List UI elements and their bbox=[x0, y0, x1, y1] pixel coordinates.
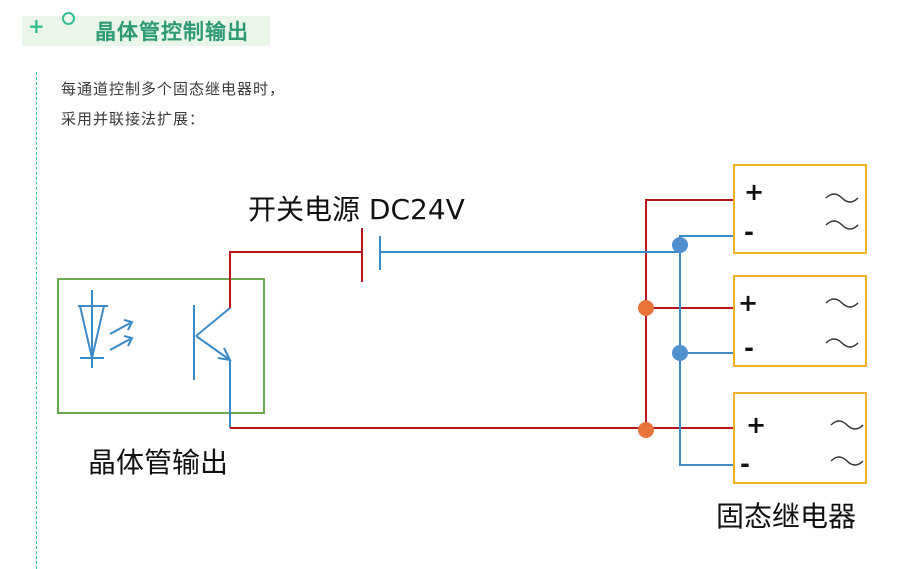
relay-box-1 bbox=[733, 164, 867, 254]
junction-node bbox=[672, 345, 688, 361]
relay-1-plus: + bbox=[744, 178, 765, 206]
relay-box-3 bbox=[733, 392, 867, 484]
transistor-output-label: 晶体管输出 bbox=[88, 446, 229, 479]
relay-box-2 bbox=[733, 275, 867, 367]
positive-wiring bbox=[229, 199, 734, 429]
transistor-icon bbox=[193, 305, 232, 428]
relay-2-plus: + bbox=[738, 289, 759, 317]
junction-node bbox=[638, 422, 654, 438]
relay-1-minus: - bbox=[744, 218, 754, 246]
relay-3-plus: + bbox=[746, 411, 767, 439]
plus-icon: + bbox=[28, 14, 45, 38]
dashed-divider bbox=[36, 72, 37, 569]
relay-2-minus: - bbox=[744, 334, 754, 362]
power-supply-label: 开关电源 DC24V bbox=[248, 193, 465, 226]
transistor-output-box bbox=[57, 278, 265, 414]
relay-3-minus: - bbox=[740, 450, 750, 478]
junction-node bbox=[638, 300, 654, 316]
description-line-1: 每通道控制多个固态继电器时， bbox=[61, 80, 286, 98]
section-title: 晶体管控制输出 bbox=[95, 20, 249, 44]
junction-node bbox=[672, 237, 688, 253]
section-header: + 晶体管控制输出 bbox=[22, 10, 270, 46]
circle-icon bbox=[62, 12, 75, 25]
solid-state-relay-label: 固态继电器 bbox=[716, 500, 857, 533]
ac-symbols bbox=[825, 193, 864, 466]
description-line-2: 采用并联接法扩展： bbox=[61, 110, 206, 128]
led-icon bbox=[78, 290, 134, 368]
